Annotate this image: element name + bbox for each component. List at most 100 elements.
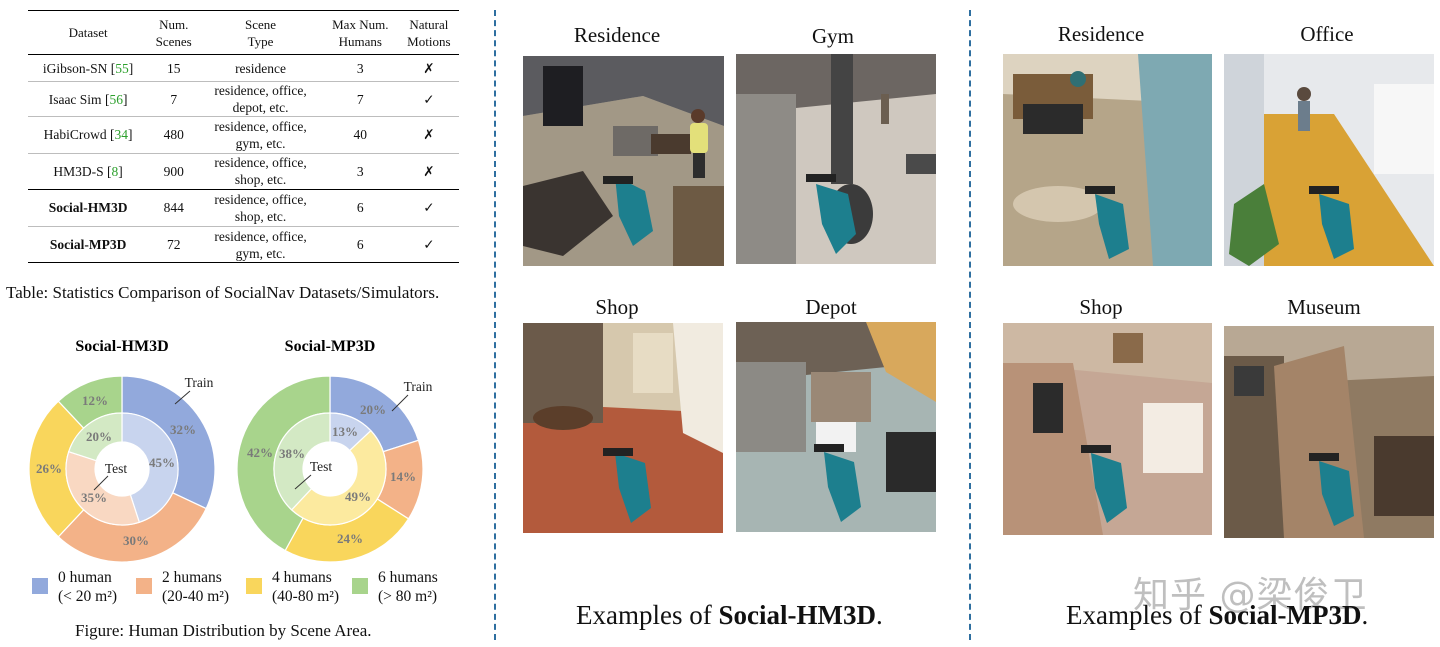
num-scenes: 480: [163, 127, 184, 143]
hm3d-outer-label: 32%: [170, 422, 196, 437]
scene-type: residence, office,gym, etc.: [214, 118, 307, 151]
mp3d-label-office: Office: [1300, 22, 1354, 46]
mp3d-office-image: [1224, 54, 1434, 266]
header-scenes: Num.Scenes: [155, 16, 192, 49]
hm3d-test-slice: [65, 450, 141, 526]
num-scenes: 844: [163, 200, 184, 216]
section-divider: [494, 10, 496, 640]
num-scenes: 900: [163, 163, 184, 179]
mp3d-test-pointer: [294, 474, 312, 490]
hm3d-test-label: Test: [105, 461, 128, 476]
mp3d-outer-label: 42%: [247, 445, 273, 460]
mp3d-outer-label: 24%: [337, 531, 363, 546]
mp3d-test-slice: [273, 412, 331, 511]
header-humans: Max Num.Humans: [332, 16, 389, 49]
natural-motions: ✗: [423, 163, 435, 179]
hm3d-outer-label: 12%: [82, 393, 108, 408]
dataset-name: Isaac Sim [56]: [48, 91, 128, 107]
legend-0-human: 0 human(< 20 m²): [58, 569, 118, 605]
hm3d-outer-label: 30%: [123, 533, 149, 548]
mp3d-shop-image: [1003, 323, 1212, 535]
hm3d-depot-image: [736, 322, 936, 532]
scene-type: residence, office,gym, etc.: [214, 228, 307, 261]
legend-6-humans: 6 humans(> 80 m²): [378, 569, 438, 605]
max-humans: 7: [356, 91, 364, 107]
hm3d-train-pointer: [174, 390, 191, 405]
mp3d-chart-title: Social-MP3D: [285, 338, 376, 355]
scene-type: residence, office,depot, etc.: [214, 83, 307, 115]
hm3d-inner-label: 20%: [86, 429, 112, 444]
dataset-name: Social-HM3D: [48, 200, 128, 216]
num-scenes: 7: [170, 91, 178, 107]
natural-motions: ✓: [423, 200, 435, 216]
hm3d-test-slice: [67, 412, 123, 462]
table-row: HM3D-S [8] 900 residence, office,shop, e…: [28, 153, 459, 190]
hm3d-inner-label: 45%: [149, 455, 175, 470]
hm3d-label-shop: Shop: [595, 295, 639, 319]
hm3d-train-label: Train: [185, 375, 214, 390]
table-row: Isaac Sim [56] 7 residence, office,depot…: [28, 81, 459, 117]
hm3d-chart-title: Social-HM3D: [75, 338, 168, 355]
natural-motions: ✗: [423, 127, 435, 143]
mp3d-examples-caption: Examples of Social-MP3D.: [1066, 600, 1369, 630]
dataset-name: HabiCrowd [34]: [43, 127, 133, 143]
natural-motions: ✓: [423, 91, 435, 107]
legend-swatch-0-human: [32, 578, 48, 594]
legend-swatch-4-humans: [246, 578, 262, 594]
max-humans: 3: [356, 163, 364, 179]
mp3d-label-shop: Shop: [1079, 295, 1123, 319]
dataset-name: Social-MP3D: [49, 237, 127, 253]
mp3d-label-museum: Museum: [1287, 295, 1361, 319]
table-row: HabiCrowd [34] 480 residence, office,gym…: [28, 116, 459, 154]
mp3d-test-label: Test: [310, 459, 333, 474]
hm3d-donut: [28, 375, 216, 563]
mp3d-label-residence: Residence: [1057, 22, 1145, 46]
max-humans: 40: [353, 127, 368, 143]
mp3d-museum-image: [1224, 326, 1434, 538]
scene-type: residence: [235, 60, 287, 76]
natural-motions: ✗: [423, 60, 435, 76]
hm3d-inner-label: 35%: [81, 490, 107, 505]
max-humans: 3: [356, 60, 364, 76]
mp3d-outer-label: 20%: [360, 402, 386, 417]
mp3d-train-label: Train: [404, 379, 433, 394]
dataset-name: iGibson-SN [55]: [42, 60, 134, 76]
hm3d-shop-image: [523, 323, 723, 533]
watermark: 知乎 @梁俊卫: [1133, 575, 1368, 616]
legend-swatch-2-humans: [136, 578, 152, 594]
table-row: Social-HM3D 844 residence, office,shop, …: [28, 189, 459, 227]
hm3d-outer-label: 26%: [36, 461, 62, 476]
figure-caption: Figure: Human Distribution by Scene Area…: [75, 621, 372, 640]
mp3d-inner-label: 13%: [332, 424, 358, 439]
mp3d-inner-label: 49%: [345, 489, 371, 504]
table-row: iGibson-SN [55] 15 residence 3 ✗: [28, 54, 459, 82]
mp3d-train-pointer: [391, 394, 409, 412]
legend-swatch-6-humans: [352, 578, 368, 594]
table-row: Social-MP3D 72 residence, office,gym, et…: [28, 226, 459, 263]
hm3d-gym-image: [736, 54, 936, 264]
hm3d-examples-caption: Examples of Social-HM3D.: [576, 600, 883, 630]
mp3d-residence-image: [1003, 54, 1212, 266]
scene-type: residence, office,shop, etc.: [214, 155, 307, 188]
hm3d-test-pointer: [93, 475, 109, 491]
legend-2-humans: 2 humans(20-40 m²): [162, 569, 230, 605]
mp3d-donut: [236, 375, 424, 563]
scene-type: residence, office,shop, etc.: [214, 191, 307, 224]
hm3d-test-slice: [121, 412, 179, 524]
hm3d-residence-image: [523, 56, 724, 266]
max-humans: 6: [356, 237, 364, 253]
num-scenes: 72: [166, 237, 181, 253]
hm3d-label-gym: Gym: [812, 24, 854, 48]
mp3d-outer-label: 14%: [390, 469, 416, 484]
table-caption: Table: Statistics Comparison of SocialNa…: [6, 283, 440, 302]
mp3d-test-slice: [290, 429, 387, 526]
natural-motions: ✓: [423, 237, 435, 253]
max-humans: 6: [356, 200, 364, 216]
dataset-name: HM3D-S [8]: [53, 163, 123, 179]
hm3d-label-depot: Depot: [805, 295, 857, 319]
section-divider: [969, 10, 971, 640]
